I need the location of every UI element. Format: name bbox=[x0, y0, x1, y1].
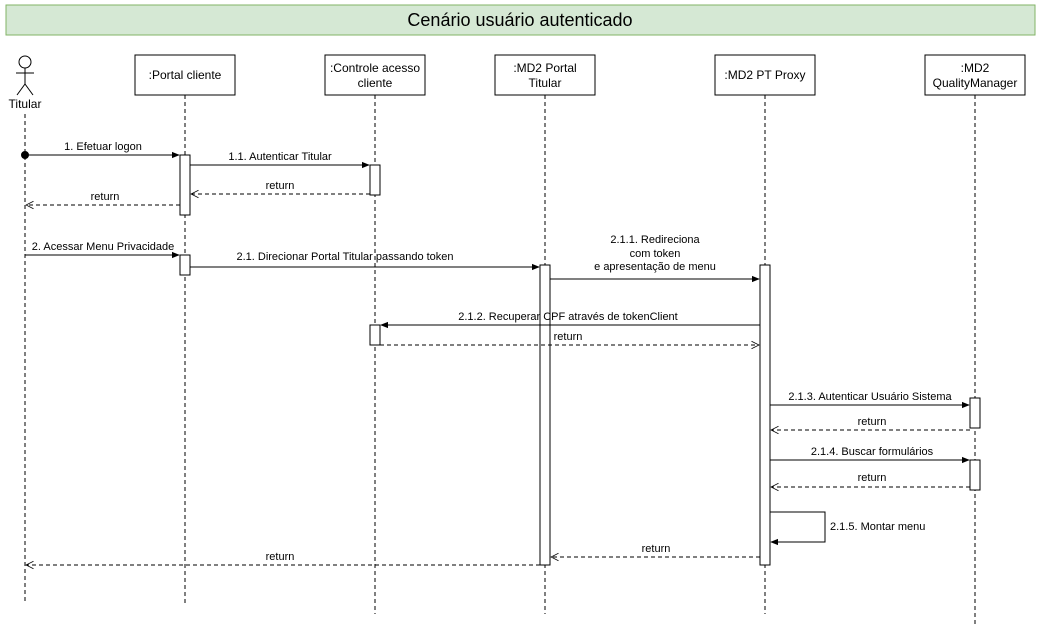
diagram-title: Cenário usuário autenticado bbox=[407, 10, 632, 30]
activation-portal-cliente-1 bbox=[179, 154, 191, 216]
participant-md2-qualitymanager: :MD2 QualityManager bbox=[924, 54, 1026, 96]
participant-label: :Portal cliente bbox=[149, 68, 222, 82]
participant-md2-pt-proxy: :MD2 PT Proxy bbox=[714, 54, 816, 96]
message-label: 1.1. Autenticar Titular bbox=[228, 151, 332, 163]
message-label: 2. Acessar Menu Privacidade bbox=[32, 241, 174, 253]
participant-label: :MD2 PT Proxy bbox=[724, 68, 805, 82]
participant-label: QualityManager bbox=[933, 76, 1018, 90]
message-label: return bbox=[554, 331, 583, 343]
message-label: 2.1.5. Montar menu bbox=[830, 521, 925, 533]
message-label: 2.1.2. Recuperar CPF através de tokenCli… bbox=[458, 311, 678, 323]
message-label: e apresentação de menu bbox=[594, 261, 716, 273]
message-label: return bbox=[858, 472, 887, 484]
participant-label: Titular bbox=[529, 76, 562, 90]
message-label: 2.1.4. Buscar formulários bbox=[811, 446, 934, 458]
message-label: return bbox=[91, 191, 120, 203]
participant-label: :Controle acesso bbox=[330, 61, 420, 75]
messages bbox=[21, 151, 970, 566]
participant-label: :MD2 bbox=[961, 61, 990, 75]
activation-controle-acesso-2 bbox=[369, 324, 381, 346]
message-label: return bbox=[266, 180, 295, 192]
activation-md2-pt-proxy bbox=[759, 264, 771, 566]
message-label: 1. Efetuar logon bbox=[64, 141, 142, 153]
participant-md2-portal-titular: :MD2 Portal Titular bbox=[494, 54, 596, 96]
message-label: com token bbox=[630, 248, 681, 260]
activation-qualitymanager-2 bbox=[969, 459, 981, 491]
activation-controle-acesso-1 bbox=[369, 164, 381, 196]
participant-box bbox=[494, 54, 596, 96]
participant-portal-cliente: :Portal cliente bbox=[134, 54, 236, 96]
participant-box bbox=[134, 54, 236, 96]
message-label: return bbox=[642, 543, 671, 555]
participant-box bbox=[924, 54, 1026, 96]
title-banner: Cenário usuário autenticado bbox=[5, 4, 1036, 36]
message-label: 2.1. Direcionar Portal Titular passando … bbox=[236, 251, 453, 263]
actor-label: Titular bbox=[9, 97, 42, 111]
message-label: 2.1.3. Autenticar Usuário Sistema bbox=[788, 391, 952, 403]
participant-box bbox=[324, 54, 426, 96]
participant-box bbox=[714, 54, 816, 96]
activation-md2-portal-titular bbox=[539, 264, 551, 566]
participant-label: :MD2 Portal bbox=[513, 61, 576, 75]
actor-leg-right bbox=[24, 83, 34, 96]
actor-titular bbox=[16, 55, 34, 96]
activation-portal-cliente-2 bbox=[179, 254, 191, 276]
participant-label: cliente bbox=[358, 76, 393, 90]
actor-leg-left bbox=[16, 83, 26, 96]
lifelines bbox=[24, 95, 976, 624]
message-label: return bbox=[266, 551, 295, 563]
actor-head bbox=[18, 55, 32, 69]
activation-bars bbox=[179, 154, 981, 566]
participant-controle-acesso-cliente: :Controle acesso cliente bbox=[324, 54, 426, 96]
title-background bbox=[5, 4, 1036, 36]
activation-qualitymanager-1 bbox=[969, 397, 981, 429]
message-label: return bbox=[858, 416, 887, 428]
message-labels: 1. Efetuar logon 1.1. Autenticar Titular… bbox=[32, 141, 953, 563]
message-label: 2.1.1. Redireciona bbox=[610, 234, 700, 246]
self-message-arrow bbox=[770, 511, 826, 546]
